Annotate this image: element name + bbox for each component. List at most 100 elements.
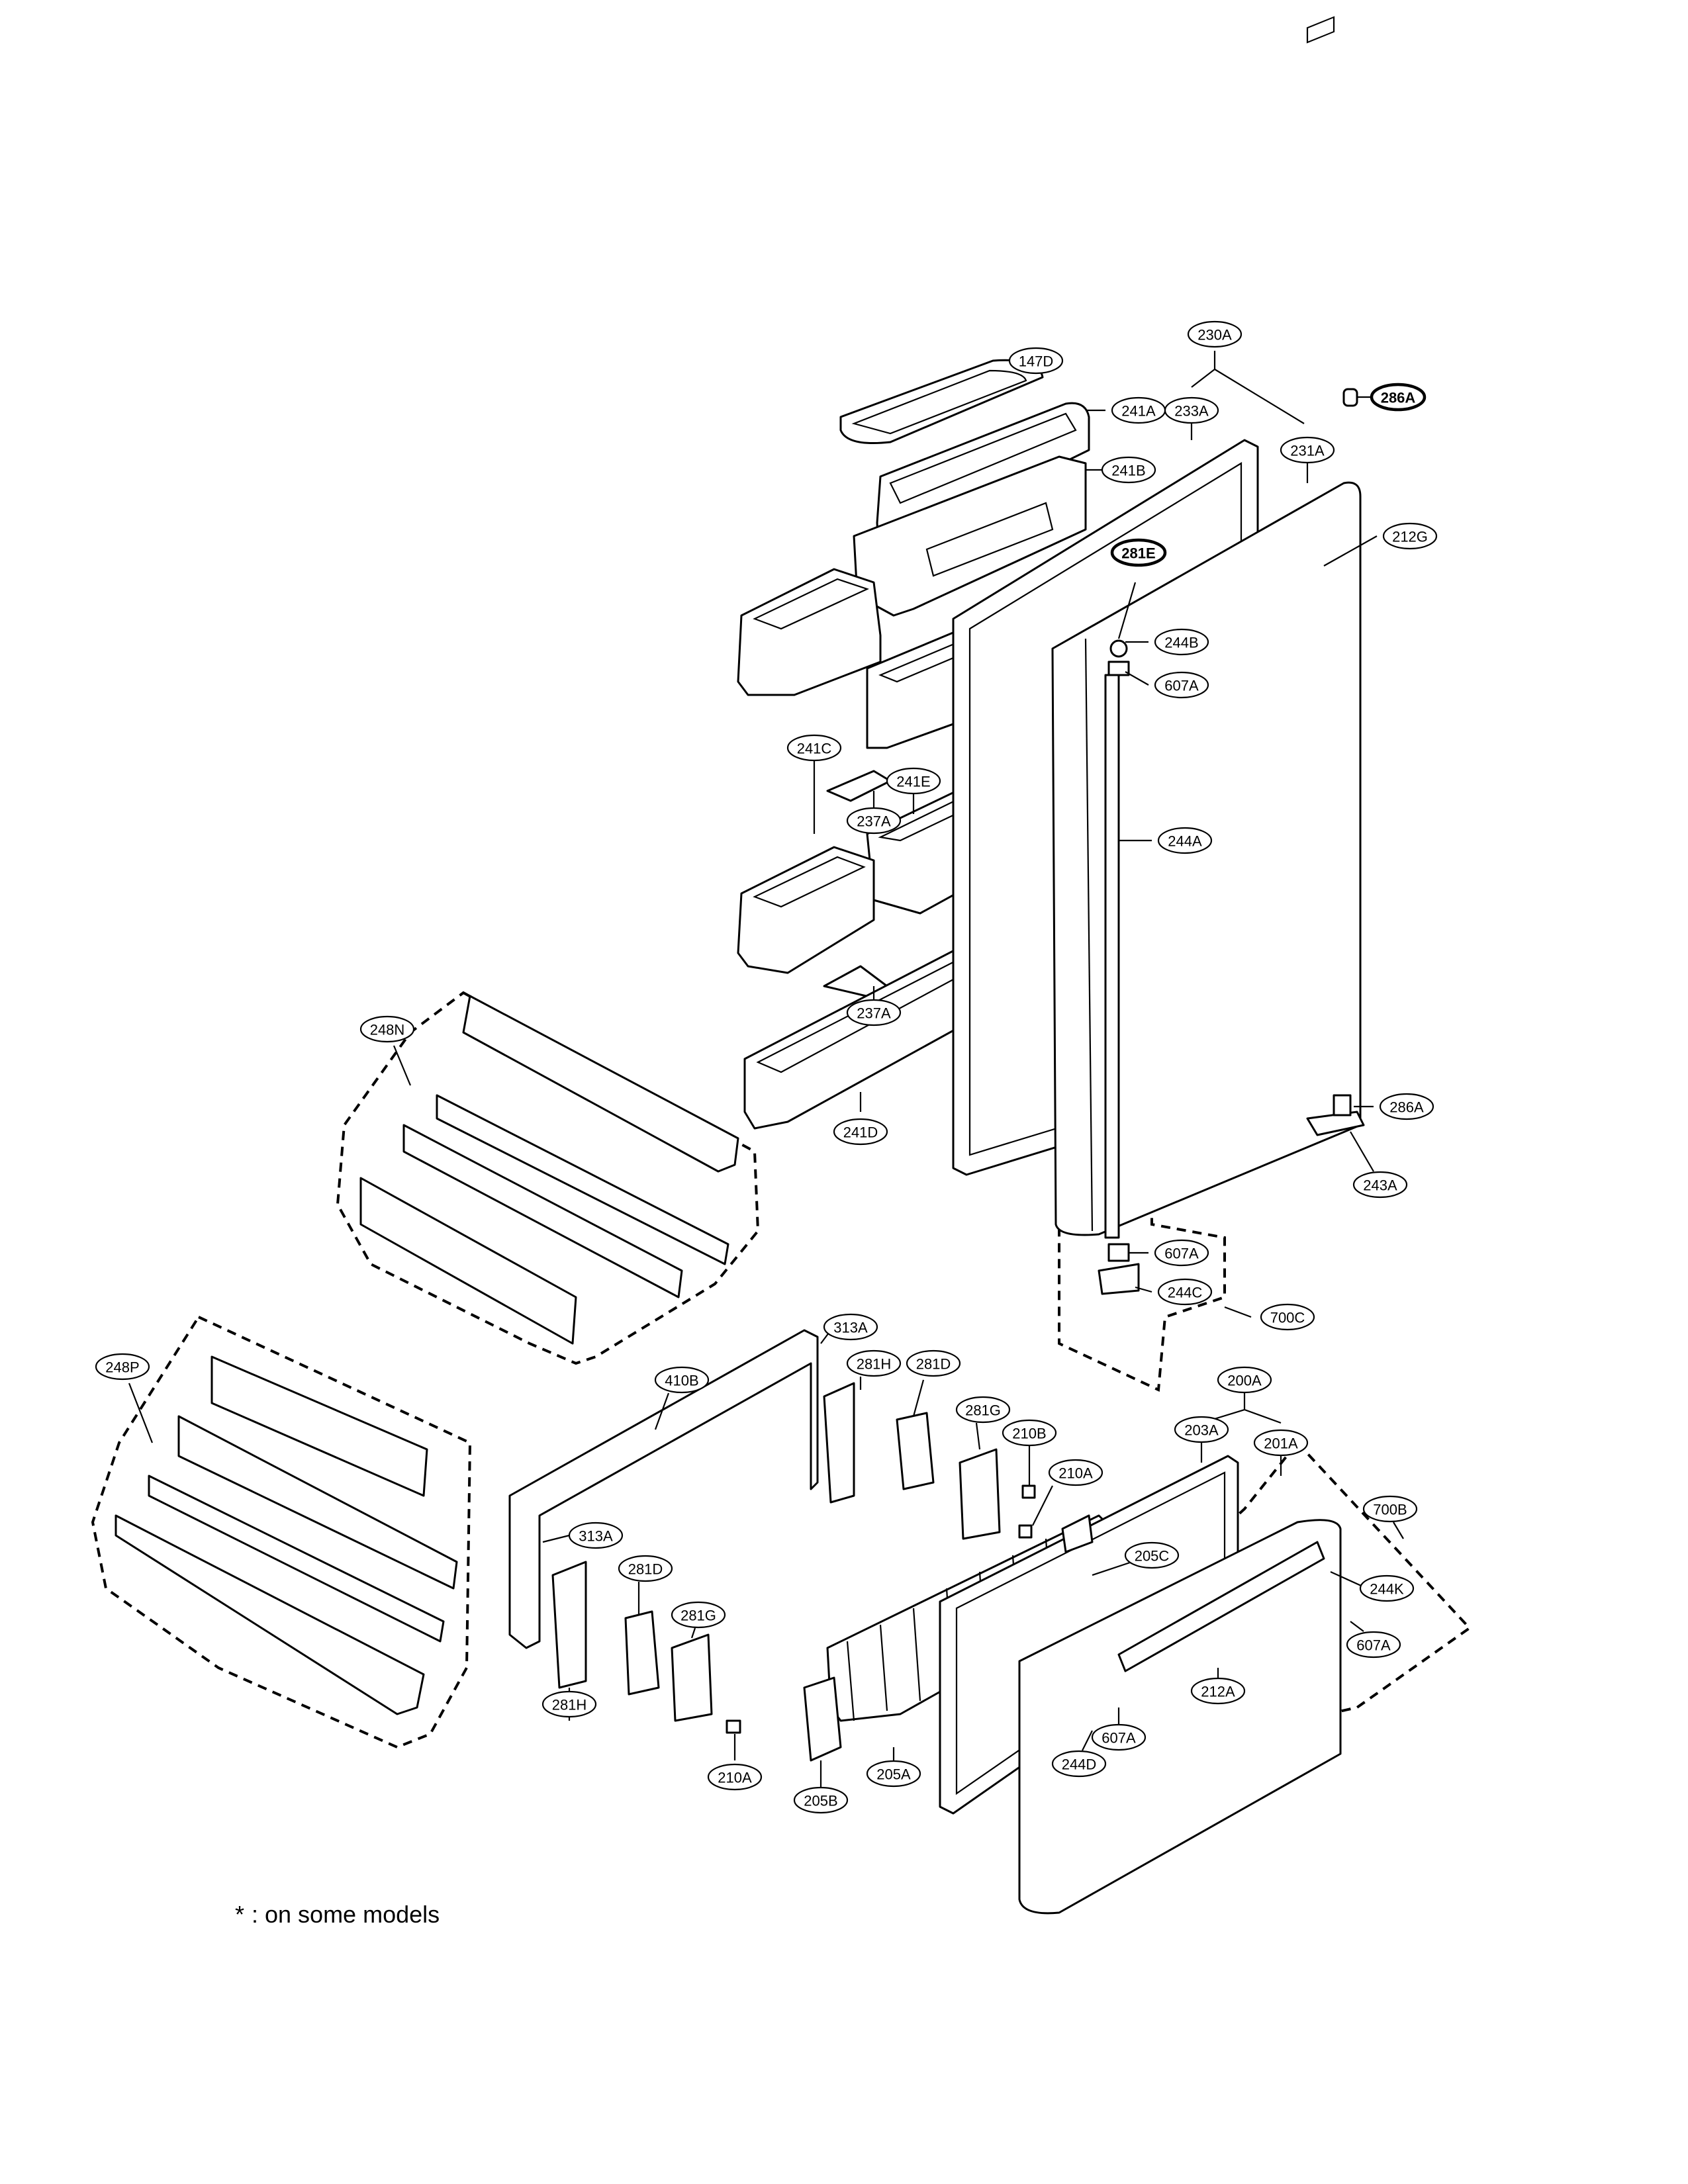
callout-700b: 700B	[1362, 1495, 1418, 1523]
bracket-205c	[1061, 1514, 1094, 1553]
callout-label-607a-mid: 607A	[1164, 1246, 1199, 1262]
callout-248p: 248P	[95, 1353, 150, 1381]
callout-oval-244b	[1154, 628, 1209, 656]
callout-147d: 147D	[1008, 347, 1064, 375]
callout-231a: 231A	[1280, 436, 1335, 464]
freezer-door-201a	[1018, 1519, 1342, 1915]
callout-label-205a: 205A	[876, 1766, 911, 1783]
callout-200a: 200A	[1217, 1366, 1272, 1394]
callout-label-244a: 244A	[1168, 833, 1202, 850]
callout-label-700c: 700C	[1270, 1310, 1305, 1326]
callout-212g: 212G	[1382, 522, 1438, 550]
callout-label-607a-low: 607A	[1102, 1730, 1136, 1747]
callout-281d-top: 281D	[906, 1349, 961, 1377]
callout-243a: 243A	[1352, 1171, 1408, 1199]
water-tube-244a	[1104, 674, 1120, 1239]
fitting-607a-mid	[1107, 1243, 1130, 1262]
callout-label-241c: 241C	[797, 741, 832, 757]
callout-oval-410b	[654, 1366, 710, 1394]
callout-oval-147d	[1008, 347, 1064, 375]
callout-607a-top: 607A	[1154, 671, 1209, 699]
callout-286a-bot: 286A	[1379, 1093, 1434, 1120]
callout-label-231a: 231A	[1290, 443, 1325, 459]
callout-oval-203a	[1174, 1416, 1229, 1443]
callout-oval-286a-bot	[1379, 1093, 1434, 1120]
callout-oval-607a-mid	[1154, 1239, 1209, 1267]
hinge-lower-244c	[1098, 1263, 1140, 1295]
callout-607a-mid: 607A	[1154, 1239, 1209, 1267]
block-281d-top	[896, 1412, 935, 1490]
frame-410b	[508, 1329, 819, 1649]
upper-door-bins	[737, 359, 1090, 1130]
callout-label-281h-top: 281H	[857, 1356, 892, 1373]
callout-label-248p: 248P	[105, 1359, 139, 1376]
callout-label-241e: 241E	[896, 774, 930, 790]
callout-oval-281h-bot	[541, 1690, 597, 1718]
clip-210b	[1021, 1484, 1036, 1499]
callout-oval-607a-low	[1091, 1723, 1147, 1751]
callout-oval-237a-top	[846, 807, 902, 835]
callout-607a-low: 607A	[1091, 1723, 1147, 1751]
small-bin-upper-left	[737, 568, 882, 696]
callout-oval-241e	[886, 767, 941, 795]
callout-label-241a: 241A	[1121, 403, 1156, 420]
callout-241d: 241D	[833, 1118, 888, 1146]
freezer-assembly	[508, 1329, 1342, 1915]
callout-label-244c: 244C	[1168, 1285, 1203, 1301]
callout-label-212g: 212G	[1392, 529, 1428, 545]
callout-oval-201a	[1253, 1429, 1309, 1457]
callout-286a-top: 286A	[1370, 383, 1427, 412]
callout-label-205c: 205C	[1135, 1548, 1170, 1565]
callout-label-410b: 410B	[665, 1373, 698, 1389]
callout-281g-bot: 281G	[671, 1601, 726, 1629]
callout-label-210b: 210B	[1012, 1426, 1046, 1442]
callout-label-244k: 244K	[1370, 1581, 1404, 1598]
callout-607a-right: 607A	[1346, 1631, 1401, 1659]
rail-248n-3	[402, 1124, 683, 1298]
callout-label-607a-right: 607A	[1356, 1637, 1391, 1654]
callout-210a-bot: 210A	[707, 1763, 763, 1791]
callout-oval-281d-bot	[618, 1555, 673, 1582]
callout-label-244d: 244D	[1062, 1756, 1097, 1773]
callout-313a-bot: 313A	[568, 1522, 624, 1549]
callout-oval-700b	[1362, 1495, 1418, 1523]
callout-410b: 410B	[654, 1366, 710, 1394]
callout-label-281h-bot: 281H	[552, 1697, 587, 1713]
callout-205b: 205B	[793, 1786, 849, 1814]
callout-oval-281e	[1110, 538, 1167, 567]
callout-label-210a-top: 210A	[1058, 1465, 1093, 1482]
callout-244k: 244K	[1359, 1574, 1415, 1602]
callout-oval-212g	[1382, 522, 1438, 550]
fitting-607a-top	[1107, 660, 1130, 676]
callout-oval-281g-top	[955, 1396, 1011, 1424]
callout-label-281e: 281E	[1121, 545, 1155, 562]
callout-oval-241d	[833, 1118, 888, 1146]
callout-oval-241b	[1101, 456, 1156, 484]
callout-oval-233a	[1164, 396, 1219, 424]
callout-oval-700c	[1260, 1303, 1315, 1331]
callout-233a: 233A	[1164, 396, 1219, 424]
callout-label-244b: 244B	[1164, 635, 1198, 651]
group-outline-248p	[91, 1315, 472, 1749]
callout-281e: 281E	[1110, 538, 1167, 567]
callout-241e: 241E	[886, 767, 941, 795]
callout-oval-313a-top	[823, 1313, 878, 1341]
callout-201a: 201A	[1253, 1429, 1309, 1457]
water-tube-212a	[1117, 1541, 1325, 1672]
callout-oval-241c	[786, 734, 842, 762]
rail-248n-4	[359, 1177, 577, 1345]
callout-oval-243a	[1352, 1171, 1408, 1199]
callout-244a: 244A	[1157, 827, 1213, 854]
footnote-text: : on some models	[252, 1901, 440, 1928]
callout-label-200a: 200A	[1227, 1373, 1262, 1389]
cap-286a-bot	[1333, 1094, 1352, 1116]
callout-210a-top: 210A	[1048, 1459, 1103, 1486]
callout-label-286a-bot: 286A	[1389, 1099, 1424, 1116]
callout-205c: 205C	[1124, 1541, 1180, 1569]
callout-281d-bot: 281D	[618, 1555, 673, 1582]
clip-237a-upper	[826, 770, 892, 802]
rail-248n-1	[462, 995, 739, 1173]
callout-oval-231a	[1280, 436, 1335, 464]
callout-labels: 147D241A241B230A233A231A286A212G281E244B…	[95, 320, 1438, 1814]
